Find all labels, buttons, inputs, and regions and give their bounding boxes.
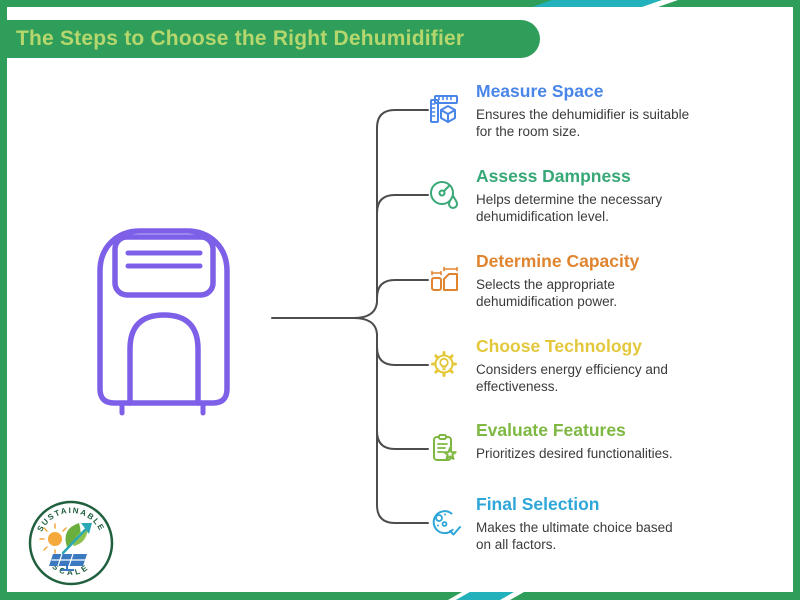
teal-accent-top	[532, 0, 662, 7]
step-description: Ensures the dehumidifier is suitable for…	[476, 107, 690, 139]
teal-accent-bottom	[456, 592, 514, 600]
step-measure-space: Measure Space Ensures the dehumidifier i…	[428, 81, 690, 140]
step-final-selection: Final Selection Makes the ultimate choic…	[428, 494, 690, 553]
step-description: Selects the appropriate dehumidification…	[476, 277, 618, 309]
step-evaluate-features: Evaluate Features Prioritizes desired fu…	[428, 420, 690, 462]
step-title: Final Selection	[476, 494, 600, 514]
frame-border-right	[793, 0, 800, 600]
ruler-cube-icon	[430, 95, 458, 123]
frame-border-bottom	[0, 592, 800, 600]
logo-sun-icon	[39, 523, 67, 554]
step-title: Evaluate Features	[476, 420, 626, 440]
step-choose-technology: Choose Technology Considers energy effic…	[428, 336, 690, 395]
step-description: Makes the ultimate choice based on all f…	[476, 520, 673, 552]
gear-bulb-icon	[431, 351, 457, 377]
step-title: Determine Capacity	[476, 251, 640, 271]
logo-leaf-icon	[65, 523, 88, 547]
frame-border-top	[0, 0, 800, 7]
dehumidifier-illustration	[97, 228, 230, 416]
step-description: Helps determine the necessary dehumidifi…	[476, 192, 663, 224]
header-banner: The Steps to Choose the Right Dehumidifi…	[7, 20, 540, 58]
selection-check-icon	[432, 510, 461, 536]
step-title: Measure Space	[476, 81, 604, 101]
logo-growth-arrow-icon	[61, 523, 92, 555]
gauge-droplet-icon	[430, 181, 458, 209]
page-title: The Steps to Choose the Right Dehumidifi…	[16, 27, 465, 50]
step-description: Considers energy efficiency and effectiv…	[476, 362, 668, 394]
frame-border-left	[0, 0, 7, 600]
step-determine-capacity: Determine Capacity Selects the appropria…	[428, 251, 690, 310]
step-assess-dampness: Assess Dampness Helps determine the nece…	[428, 166, 690, 225]
step-title: Choose Technology	[476, 336, 642, 356]
logo-solar-panel-icon	[49, 553, 87, 571]
capacity-containers-icon	[431, 266, 458, 291]
checklist-star-icon	[433, 434, 457, 461]
sustainable-scale-logo: SUSTAINABLE SCALE	[28, 500, 114, 586]
step-description: Prioritizes desired functionalities.	[476, 446, 673, 461]
step-title: Assess Dampness	[476, 166, 631, 186]
